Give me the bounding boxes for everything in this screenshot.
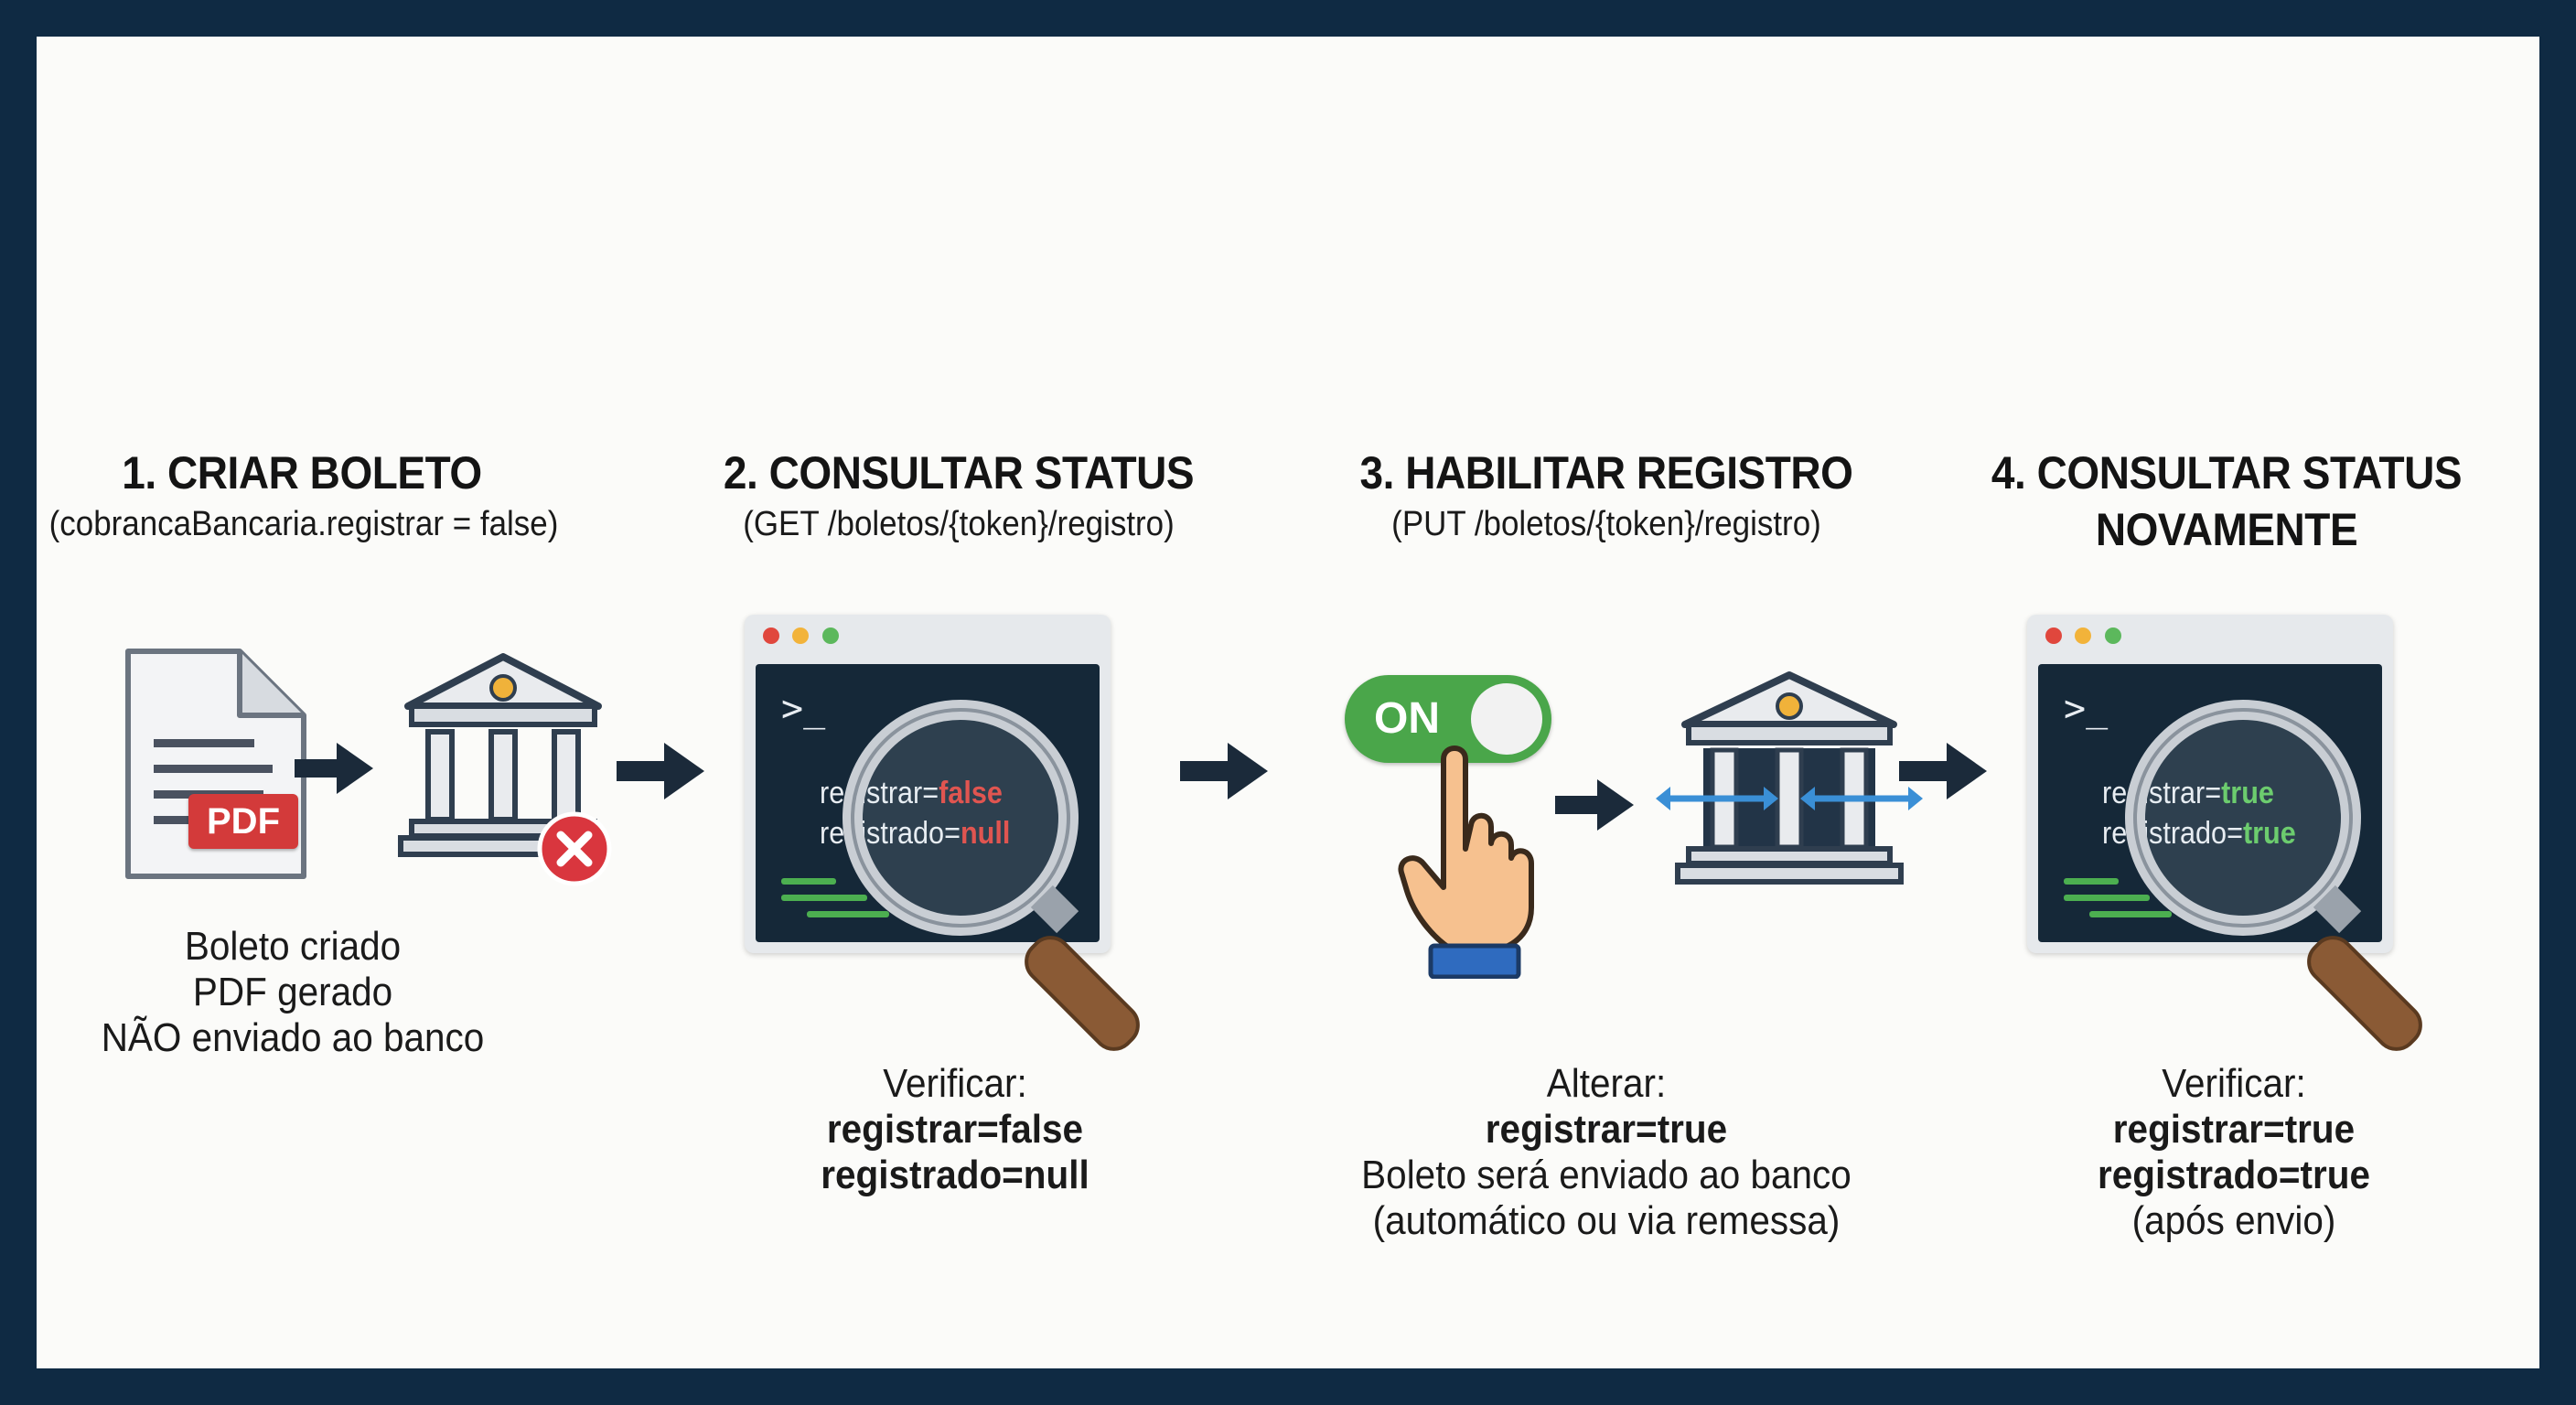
close-dot-icon [2045,627,2062,644]
magnifier-icon [2125,700,2422,1051]
code-line-bar [2064,878,2119,885]
code-line-bar [781,878,836,885]
step-2-caption: Verificar: registrar=false registrado=nu… [660,1061,1250,1198]
step-1-caption-line1: Boleto criado [184,924,402,969]
step-2-subtitle: (GET /boletos/{token}/registro) [743,505,1175,543]
toggle-knob [1471,683,1542,755]
step-3-caption-bold1: registrar=true [1485,1107,1728,1152]
arrow-right-icon [1180,743,1268,799]
bank-transfer-icon [1656,671,1923,885]
step-4-title-line2: NOVAMENTE [2095,504,2358,555]
window-controls [2045,627,2131,649]
step-4-caption: Verificar: registrar=true registrado=tru… [1939,1061,2528,1244]
arrow-right-icon [1555,779,1634,831]
window-controls [763,627,848,649]
step-1-subtitle: (cobrancaBancaria.registrar = false) [48,505,559,543]
code-line-bar [781,895,867,901]
code-line-bar [807,911,889,917]
magnifier-icon [843,700,1140,1051]
pdf-badge-label: PDF [207,801,280,842]
step-3-caption-head: Alterar: [1546,1061,1667,1106]
step-3-subtitle: (PUT /boletos/{token}/registro) [1391,505,1821,543]
step-3-caption-tail2: (automático ou via remessa) [1372,1198,1841,1243]
step-1-caption: Boleto criado PDF gerado NÃO enviado ao … [37,924,587,1061]
maximize-dot-icon [821,627,839,644]
terminal-prompt: >_ [2064,688,2109,730]
step-4-title-line1: 4. CONSULTAR STATUS [1991,447,2463,499]
pdf-badge: PDF [188,794,298,849]
step-3-caption-tail1: Boleto será enviado ao banco [1361,1153,1852,1197]
code-value-null: null [961,816,1010,851]
step-4-caption-bold2: registrado=true [2097,1153,2371,1197]
terminal-line-registrado: registrado=true [2102,816,2296,852]
minimize-dot-icon [792,627,810,644]
maximize-dot-icon [2104,627,2121,644]
code-value-false: false [939,776,1003,810]
pointing-hand-icon [1398,745,1534,979]
step-2-title: 2. CONSULTAR STATUS [723,447,1195,499]
step-4-caption-bold1: registrar=true [2112,1107,2356,1152]
terminal-prompt: >_ [781,688,826,730]
step-1-title: 1. CRIAR BOLETO [122,447,482,499]
on-toggle-switch[interactable]: ON [1345,675,1551,763]
terminal-line-registrar: registrar=true [2102,776,2274,811]
code-value-true: true [2243,816,2296,851]
step-2-caption-bold2: registrado=null [821,1153,1089,1197]
arrow-right-icon [1899,743,1987,799]
step-1-caption-line2: PDF gerado [192,970,393,1014]
code-line-bar [2089,911,2172,917]
step-3-caption: Alterar: registrar=true Boleto será envi… [1312,1061,1901,1244]
step-1-caption-line3: NÃO enviado ao banco [101,1015,485,1060]
arrow-right-icon [617,743,704,799]
code-key: registrar= [2102,776,2221,810]
terminal-line-registrar: registrar=false [820,776,1003,811]
code-line-bar [2064,895,2150,901]
step-2-caption-bold1: registrar=false [826,1107,1084,1152]
step-4-caption-tail1: (após envio) [2131,1198,2336,1243]
toggle-label: ON [1374,694,1440,743]
step-2-caption-head: Verificar: [883,1061,1027,1106]
minimize-dot-icon [2075,627,2092,644]
code-value-true: true [2221,776,2274,810]
diagram-canvas: 1. CRIAR BOLETO (cobrancaBancaria.regist… [37,37,2539,1368]
step-3-title: 3. HABILITAR REGISTRO [1359,447,1853,499]
step-4-caption-head: Verificar: [2162,1061,2306,1106]
code-key: registrar= [820,776,939,810]
error-x-icon [537,811,612,886]
close-dot-icon [763,627,779,644]
arrow-right-icon [295,743,373,794]
